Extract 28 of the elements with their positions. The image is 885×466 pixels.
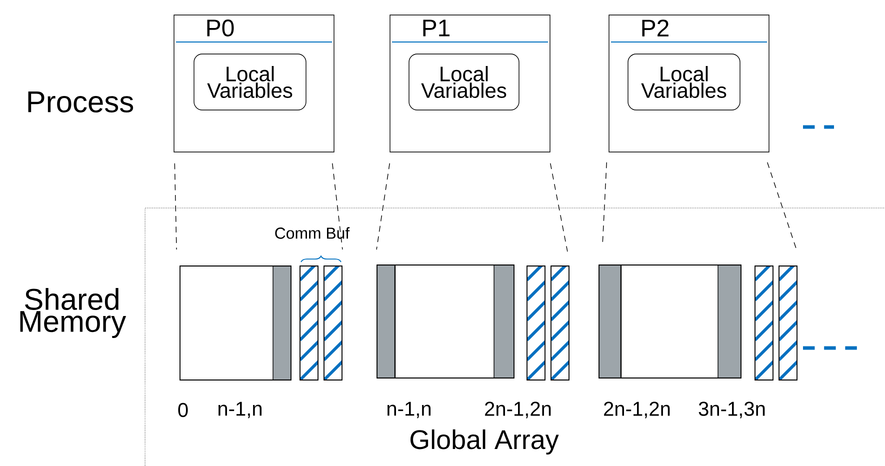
buffer-label: Comm Buf	[275, 227, 350, 239]
index-label: n-1,n	[388, 402, 431, 418]
variables-box: Local Variables	[194, 54, 306, 110]
hatched-buffer	[778, 266, 798, 380]
dashed-line	[550, 162, 568, 252]
index-label: 2n-1,2n	[485, 402, 551, 418]
row-label: Shared Memory	[20, 288, 126, 338]
index-label: 0	[178, 402, 188, 418]
index-label: 3n-1,3n	[698, 402, 765, 418]
index-label: 2n-1,2n	[604, 402, 670, 418]
dashed-line	[174, 162, 177, 250]
variables-box: Local Variables	[628, 54, 740, 110]
dashed-line	[376, 162, 390, 250]
array-segment	[180, 266, 292, 380]
row-label: Process	[28, 92, 134, 112]
hatched-buffer	[300, 266, 318, 380]
hatched-buffer	[324, 266, 342, 380]
index-label: n-1,n	[218, 402, 262, 418]
dashed-line	[602, 162, 607, 245]
variables-box: Local Variables	[408, 54, 520, 110]
hatched-buffer	[754, 266, 774, 380]
hatched-buffer	[526, 266, 546, 380]
hatched-buffer	[550, 266, 570, 380]
axis-label: Global Array	[410, 429, 559, 455]
array-segment	[598, 264, 742, 378]
dashed-line	[332, 162, 343, 250]
array-segment	[376, 264, 514, 378]
dashed-line	[767, 162, 797, 250]
